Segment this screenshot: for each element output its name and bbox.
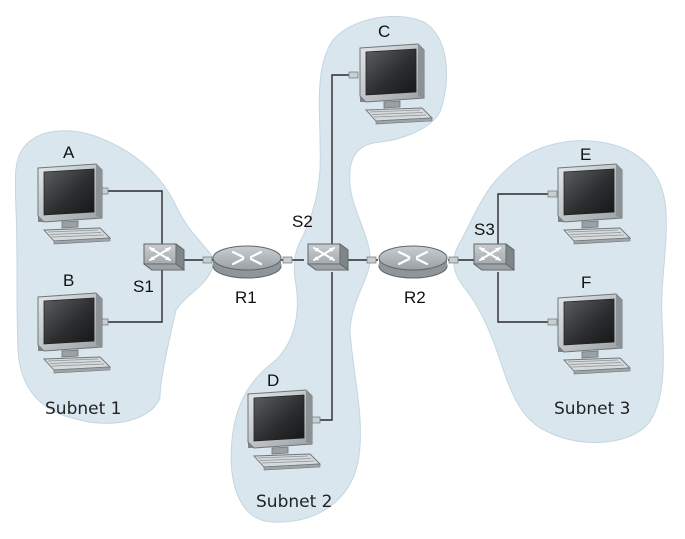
router-r1[interactable] <box>211 244 283 280</box>
link-b-s1 <box>108 268 163 323</box>
router-r2[interactable] <box>377 244 449 280</box>
subnet-1-label: Subnet 1 <box>45 399 121 419</box>
router-icon <box>377 244 449 280</box>
computer-icon <box>37 163 111 245</box>
host-b[interactable] <box>37 292 111 374</box>
host-c[interactable] <box>359 43 433 125</box>
computer-icon <box>37 292 111 374</box>
host-d[interactable] <box>247 389 321 471</box>
switch-s1[interactable] <box>143 243 185 271</box>
switch-icon <box>473 243 515 271</box>
host-e-label: E <box>580 145 591 164</box>
computer-icon <box>247 389 321 471</box>
switch-s1-label: S1 <box>133 277 154 296</box>
switch-icon <box>307 243 349 271</box>
host-c-label: C <box>378 22 390 41</box>
computer-icon <box>557 163 631 245</box>
switch-s3-label: S3 <box>474 220 495 239</box>
router-icon <box>211 244 283 280</box>
switch-icon <box>143 243 185 271</box>
host-f[interactable] <box>557 293 631 375</box>
switch-s3[interactable] <box>473 243 515 271</box>
computer-icon <box>359 43 433 125</box>
host-d-label: D <box>267 371 279 390</box>
subnet-3-label: Subnet 3 <box>554 399 630 419</box>
host-b-label: B <box>63 271 74 290</box>
subnet-2-label: Subnet 2 <box>256 492 332 512</box>
router-r1-label: R1 <box>235 288 257 307</box>
host-f-label: F <box>581 273 591 292</box>
router-r2-label: R2 <box>404 288 426 307</box>
host-a[interactable] <box>37 163 111 245</box>
host-e[interactable] <box>557 163 631 245</box>
link-s2-d <box>320 272 333 421</box>
link-s3-f <box>497 272 548 323</box>
host-a-label: A <box>63 143 75 162</box>
computer-icon <box>557 293 631 375</box>
switch-s2[interactable] <box>307 243 349 271</box>
link-a-s1 <box>108 190 163 244</box>
link-s3-e <box>497 193 548 246</box>
switch-s2-label: S2 <box>292 212 313 231</box>
